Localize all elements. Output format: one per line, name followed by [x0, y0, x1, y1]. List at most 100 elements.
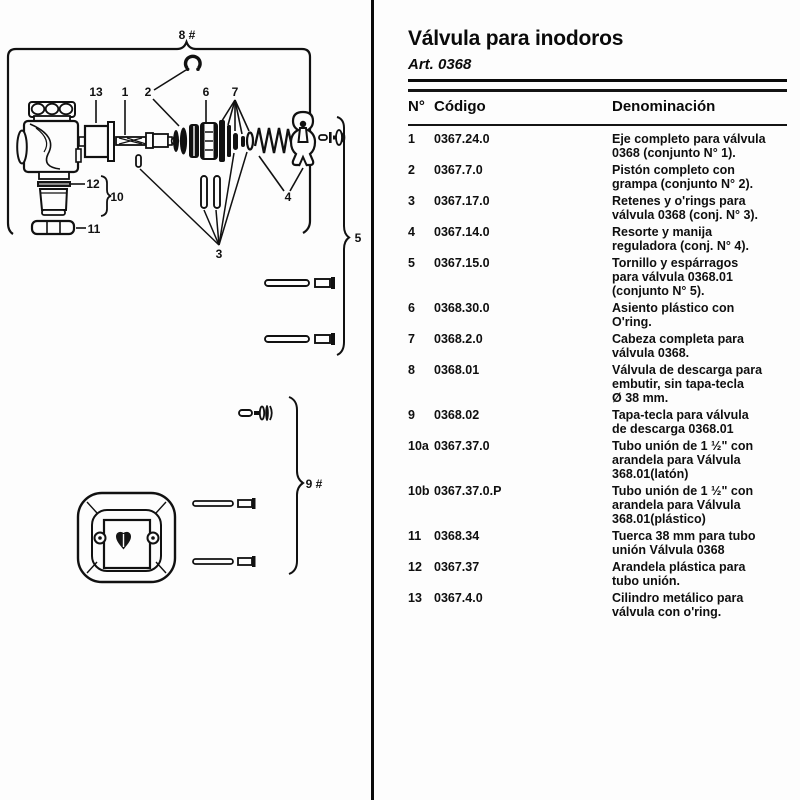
plate-screws: [192, 498, 256, 567]
cell-num: 7: [408, 332, 415, 346]
label-part-5: 5: [355, 231, 362, 245]
handle-part-4: [289, 110, 317, 167]
cell-desc: Cilindro metálico para válvula con o'rin…: [612, 591, 744, 619]
cell-desc: Eje completo para válvula 0368 (conjunto…: [612, 132, 766, 160]
brace-group-5: [336, 116, 351, 356]
cell-code: 0368.2.0: [434, 332, 483, 346]
cell-code: 0367.17.0: [434, 194, 490, 208]
head-stack-part-7: [219, 120, 255, 162]
label-part-12: 12: [86, 177, 100, 191]
cell-code: 0368.30.0: [434, 301, 490, 315]
table-row: 7 0368.2.0 Cabeza completa para válvula …: [408, 332, 787, 360]
cell-num: 8: [408, 363, 415, 377]
cell-desc: Arandela plástica para tubo unión.: [612, 560, 746, 588]
cell-num: 10a: [408, 439, 429, 453]
table-row: 1 0367.24.0 Eje completo para válvula 03…: [408, 132, 787, 160]
cell-code: 0367.15.0: [434, 256, 490, 270]
cell-num: 13: [408, 591, 422, 605]
cell-desc: Retenes y o'rings para válvula 0368 (con…: [612, 194, 759, 222]
cell-code: 0368.34: [434, 529, 480, 543]
washer-part-12: [37, 181, 71, 187]
cell-num: 3: [408, 194, 415, 208]
table-row: 6 0368.30.0 Asiento plástico con O'ring.: [408, 301, 787, 329]
pin-small: [135, 154, 142, 168]
cell-num: 4: [408, 225, 415, 239]
cell-num: 11: [408, 529, 422, 543]
screw-small-icon: [318, 129, 346, 146]
cell-code: 0368.02: [434, 408, 480, 422]
page-title: Válvula para inodoros: [408, 27, 624, 50]
cell-desc: Asiento plástico con O'ring.: [612, 301, 735, 329]
label-group-8: 8 #: [179, 28, 196, 42]
exploded-diagram-panel: 8 # 13 1 2: [0, 0, 372, 800]
nut-part-11: [30, 219, 76, 236]
rule-header-top: [408, 89, 787, 92]
label-group-9: 9 #: [306, 477, 323, 491]
table-row: 10a 0367.37.0 Tubo unión de 1 ½" con ara…: [408, 439, 787, 481]
cell-code: 0367.7.0: [434, 163, 483, 177]
cell-desc: Resorte y manija reguladora (conj. N° 4)…: [612, 225, 749, 253]
retaining-clip-icon: [183, 54, 202, 71]
union-tube-part-10: [38, 188, 69, 216]
seat-part-6: [200, 122, 218, 160]
cell-code: 0367.37.0.P: [434, 484, 502, 498]
label-part-1: 1: [122, 85, 129, 99]
label-part-7: 7: [232, 85, 239, 99]
cell-num: 1: [408, 132, 415, 146]
label-part-6: 6: [203, 85, 210, 99]
table-row: 4 0367.14.0 Resorte y manija reguladora …: [408, 225, 787, 253]
cell-code: 0367.24.0: [434, 132, 490, 146]
cell-num: 9: [408, 408, 415, 422]
cell-num: 12: [408, 560, 422, 574]
cell-desc: Pistón completo con grampa (conjunto N° …: [612, 163, 754, 191]
table-row: 12 0367.37 Arandela plástica para tubo u…: [408, 560, 787, 588]
leader-lines-part-4: [258, 155, 304, 192]
table-row: 5 0367.15.0 Tornillo y espárragos para v…: [408, 256, 787, 298]
table-row: 2 0367.7.0 Pistón completo con grampa (c…: [408, 163, 787, 191]
leader-lines-part-3: [139, 151, 248, 246]
parts-list-panel: Válvula para inodoros Art. 0368 N° Códig…: [374, 0, 800, 800]
table-row: 9 0368.02 Tapa-tecla para válvula de des…: [408, 408, 787, 436]
cell-num: 5: [408, 256, 415, 270]
table-row: 8 0368.01 Válvula de descarga para embut…: [408, 363, 787, 405]
parts-table: 1 0367.24.0 Eje completo para válvula 03…: [408, 132, 787, 619]
spring-icon: [253, 127, 293, 154]
cell-code: 0367.14.0: [434, 225, 490, 239]
cell-code: 0367.37.0: [434, 439, 490, 453]
push-button-icon: [238, 405, 273, 421]
cell-desc: Tuerca 38 mm para tubo unión Válvula 036…: [612, 529, 756, 557]
col-header-code: Código: [434, 97, 486, 115]
table-row: 11 0368.34 Tuerca 38 mm para tubo unión …: [408, 529, 787, 557]
label-part-10: 10: [110, 190, 124, 204]
cell-desc: Tapa-tecla para válvula de descarga 0368…: [612, 408, 749, 436]
col-header-num: N°: [408, 97, 425, 115]
table-row: 3 0367.17.0 Retenes y o'rings para válvu…: [408, 194, 787, 222]
label-part-11: 11: [88, 222, 101, 236]
cell-num: 10b: [408, 484, 430, 498]
cell-num: 6: [408, 301, 415, 315]
label-part-3: 3: [216, 247, 223, 261]
leader-lines-top: [95, 69, 250, 135]
cell-desc: Válvula de descarga para embutir, sin ta…: [612, 363, 763, 405]
cell-desc: Tubo unión de 1 ½" con arandela para Vál…: [612, 439, 754, 481]
article-number: Art. 0368: [408, 56, 472, 73]
cell-code: 0368.01: [434, 363, 480, 377]
studs-screws-part-5: [264, 277, 335, 345]
pins-part-3: [200, 175, 221, 209]
table-row: 13 0367.4.0 Cilindro metálico para válvu…: [408, 591, 787, 619]
shaft-part-1: [115, 132, 180, 149]
rule-header-bottom: [408, 123, 787, 126]
cylinder-part-13: [78, 121, 115, 162]
rule-thick: [408, 79, 787, 82]
leader-lines-left: [71, 183, 86, 229]
label-part-2: 2: [145, 85, 152, 99]
brace-part-10: [100, 175, 112, 217]
valve-body: [16, 101, 82, 180]
exploded-diagram: 8 # 13 1 2: [6, 28, 362, 584]
cell-num: 2: [408, 163, 415, 177]
cell-code: 0367.4.0: [434, 591, 483, 605]
table-header: N° Código Denominación: [408, 92, 787, 119]
cell-desc: Tornillo y espárragos para válvula 0368.…: [612, 256, 739, 298]
fv-logo: [116, 531, 131, 550]
